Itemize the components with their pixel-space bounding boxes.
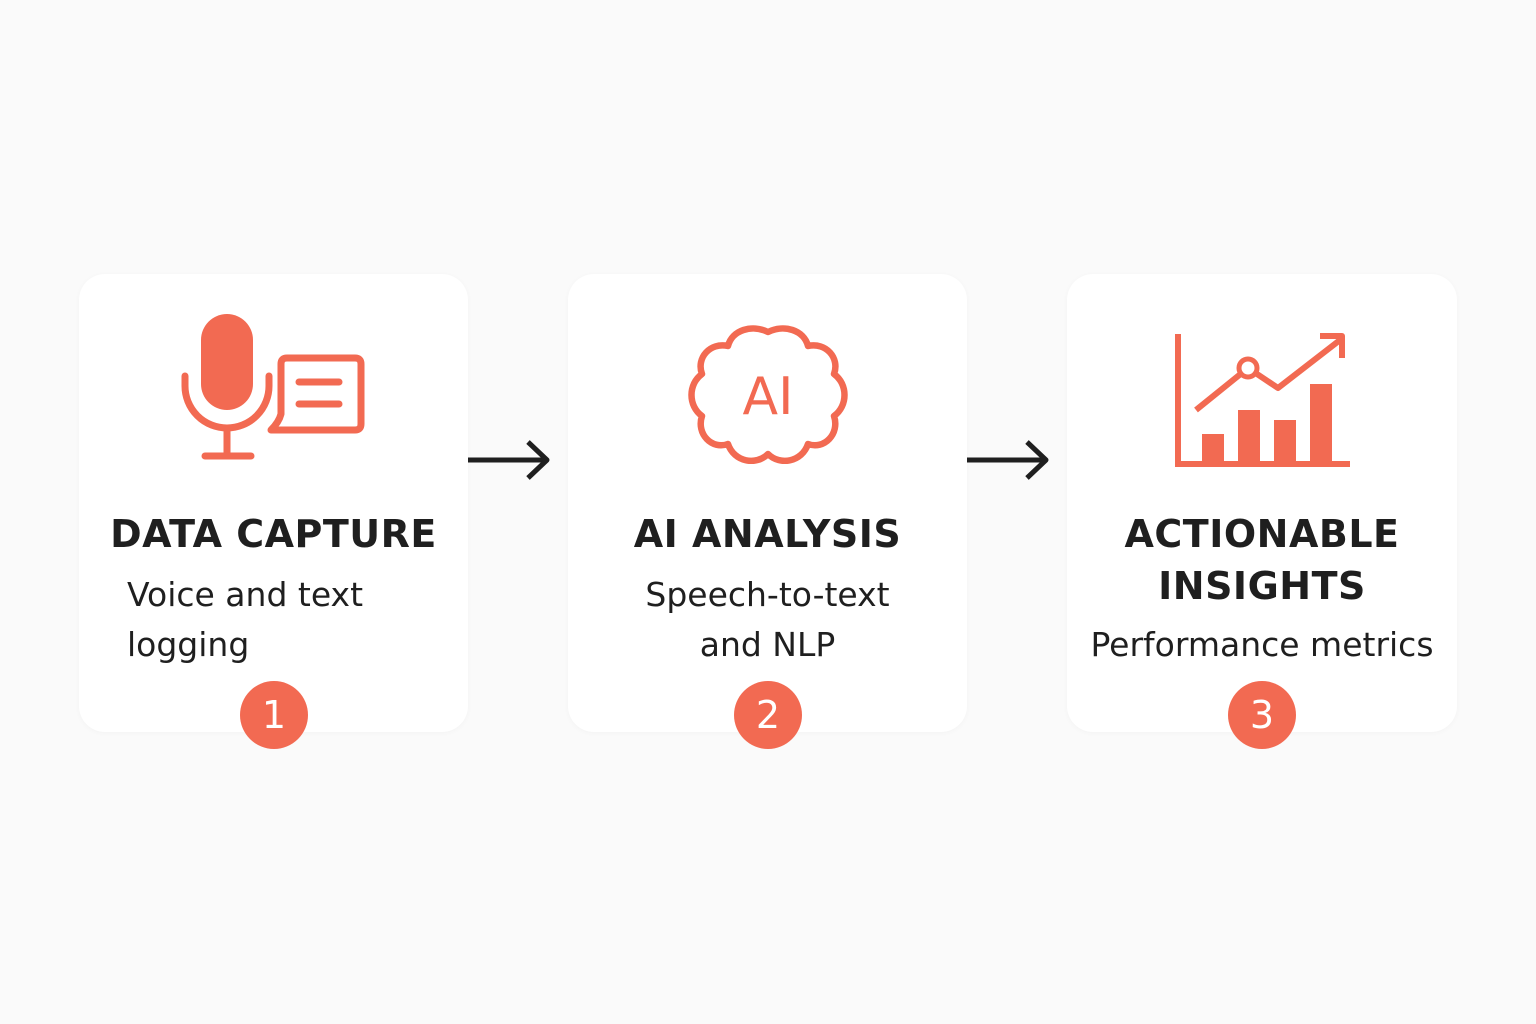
step-card-data-capture: DATA CAPTURE Voice and text logging 1 bbox=[79, 274, 468, 749]
arrow-right-icon bbox=[468, 440, 550, 480]
step-3-subtitle: Performance metrics bbox=[1090, 625, 1434, 664]
step-3-title-line-2: INSIGHTS bbox=[1158, 564, 1366, 608]
step-1-title: DATA CAPTURE bbox=[110, 512, 437, 556]
step-3-title-line-1: ACTIONABLE bbox=[1124, 512, 1400, 556]
step-2-subtitle-line-1: Speech-to-text bbox=[645, 575, 890, 614]
step-2-title: AI ANALYSIS bbox=[633, 512, 902, 556]
step-card-actionable-insights: ACTIONABLE INSIGHTS Performance metrics … bbox=[1067, 274, 1457, 749]
arrow-right-icon bbox=[967, 440, 1049, 480]
step-card-ai-analysis: AI AI ANALYSIS Speech-to-text and NLP 2 bbox=[568, 274, 967, 749]
step-2-badge: 2 bbox=[734, 681, 802, 749]
microphone-chat-icon bbox=[181, 314, 364, 460]
ai-icon-text: AI bbox=[742, 367, 793, 427]
step-1-badge: 1 bbox=[240, 681, 308, 749]
step-3-badge: 3 bbox=[1228, 681, 1296, 749]
ai-brain-icon: AI bbox=[687, 325, 848, 464]
step-1-subtitle: Voice and text logging bbox=[127, 575, 364, 664]
growth-chart-icon bbox=[1175, 333, 1350, 467]
step-2-subtitle-line-2: and NLP bbox=[699, 625, 836, 664]
